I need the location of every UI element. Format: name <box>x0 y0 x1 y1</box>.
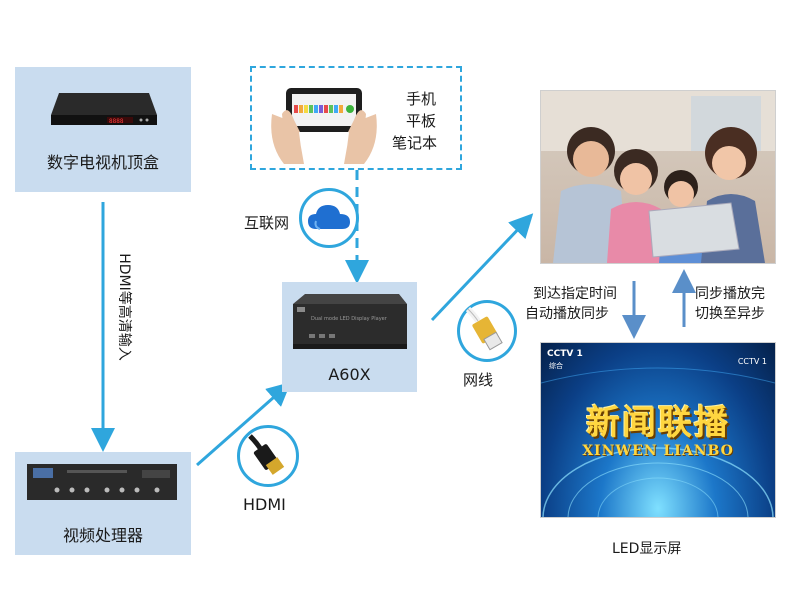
a60x-player-icon: Dual mode LED Display Player <box>289 290 411 352</box>
sync-left-line2: 自动播放同步 <box>525 303 609 323</box>
hdmi-input-label: HDMI等高清输入 <box>115 237 135 377</box>
video-processor-icon <box>27 462 177 504</box>
player-label: A60X <box>282 365 417 384</box>
internet-label: 互联网 <box>244 212 289 233</box>
processor-label: 视频处理器 <box>15 522 191 546</box>
mobile-label-phone: 手机 <box>406 88 436 109</box>
channel-logo-right: CCTV 1 <box>738 357 767 366</box>
set-top-box-icon: 8888 <box>49 85 159 130</box>
sync-right-line1: 同步播放完 <box>695 283 765 303</box>
network-cable-circle <box>457 300 517 362</box>
cloud-circle <box>299 188 359 248</box>
led-display-label: LED显示屏 <box>612 538 681 558</box>
stb-panel: 8888 数字电视机顶盒 <box>15 67 191 192</box>
mobile-devices-box: 手机 平板 笔记本 <box>250 66 462 170</box>
hdmi-cable-icon <box>246 432 290 480</box>
stb-display-text: 8888 <box>109 118 124 125</box>
led-display-top <box>540 90 776 264</box>
program-title-pinyin: XINWEN LIANBO <box>541 443 775 459</box>
tablet-in-hands-icon <box>264 74 384 166</box>
channel-sub: 综合 <box>549 361 563 371</box>
hdmi-cable-circle <box>237 425 299 487</box>
hdmi-label: HDMI <box>243 495 286 514</box>
player-model-text: Dual mode LED Display Player <box>311 316 388 322</box>
channel-logo: CCTV 1 <box>547 349 583 359</box>
stb-label: 数字电视机顶盒 <box>15 149 191 173</box>
player-panel: Dual mode LED Display Player A60X <box>282 282 417 392</box>
mobile-label-tablet: 平板 <box>406 110 436 131</box>
sync-left-line1: 到达指定时间 <box>533 283 617 303</box>
cloud-icon <box>306 201 352 233</box>
network-cable-label: 网线 <box>463 369 493 390</box>
ethernet-cable-icon <box>466 307 508 355</box>
processor-panel: 视频处理器 <box>15 452 191 555</box>
led-display-bottom: CCTV 1 综合 CCTV 1 新闻联播 XINWEN LIANBO <box>540 342 776 518</box>
program-title-cn: 新闻联播 <box>541 395 775 444</box>
sync-right-line2: 切换至异步 <box>695 303 765 323</box>
family-photo-image <box>541 91 775 263</box>
mobile-label-laptop: 笔记本 <box>392 132 437 153</box>
